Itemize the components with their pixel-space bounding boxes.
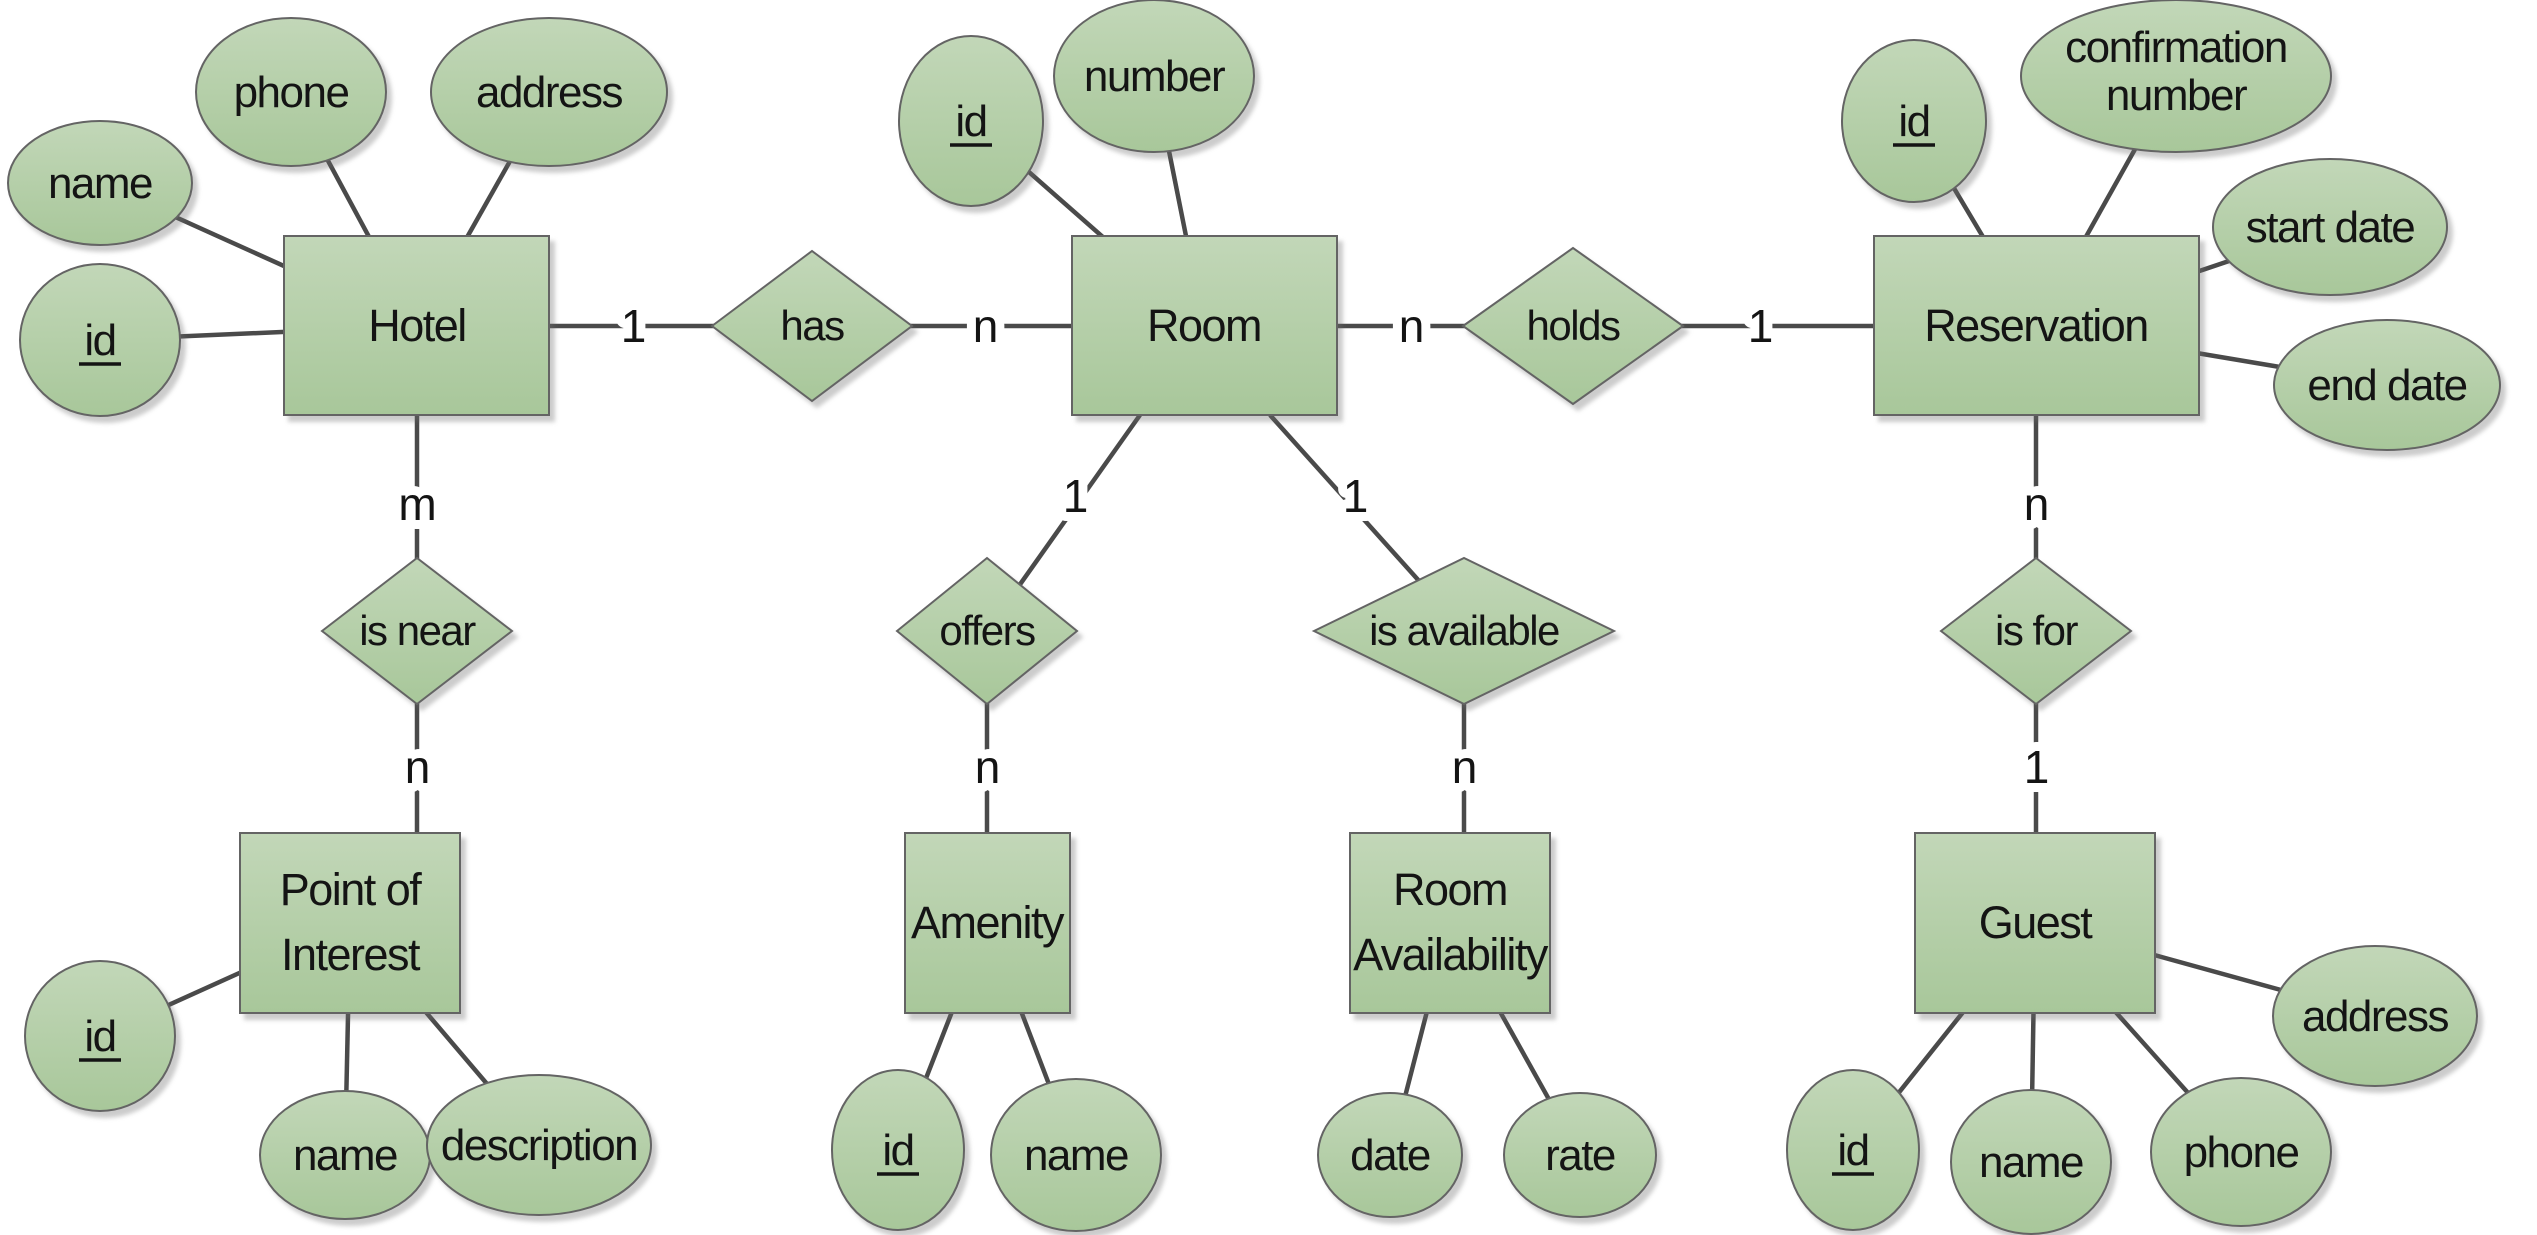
entity-room-availability-label-line1: Room bbox=[1393, 864, 1507, 915]
entity-point-of-interest bbox=[239, 832, 461, 1014]
attribute-amenity-name-label: name bbox=[1024, 1131, 1128, 1180]
cardinality-has-room: n bbox=[973, 300, 998, 352]
attribute-guest-id-label: id bbox=[1837, 1126, 1868, 1175]
cardinality-isfor-guest: 1 bbox=[2024, 741, 2049, 793]
shapes bbox=[7, 0, 2501, 1235]
entity-room-label: Room bbox=[1147, 300, 1261, 351]
entity-guest bbox=[1914, 832, 2156, 1014]
cardinality-isnear-poi: n bbox=[405, 741, 430, 793]
entity-room bbox=[1071, 235, 1338, 416]
relationship-offers bbox=[895, 556, 1079, 706]
attribute-poi-name-label: name bbox=[293, 1131, 397, 1180]
relationship-is-near bbox=[320, 556, 514, 706]
entity-room-availability bbox=[1349, 832, 1551, 1014]
attribute-poi-description-label: description bbox=[441, 1121, 637, 1170]
attribute-hotel-name bbox=[7, 120, 193, 246]
attribute-reservation-id-label: id bbox=[1898, 97, 1929, 146]
attribute-poi-id bbox=[24, 960, 176, 1112]
attribute-roomavailability-rate-label: rate bbox=[1545, 1131, 1615, 1180]
relationship-is-for-label: is for bbox=[1995, 607, 2079, 654]
entity-hotel bbox=[283, 235, 550, 416]
attribute-guest-address bbox=[2272, 945, 2478, 1087]
cardinality-hotel-isnear: m bbox=[398, 478, 435, 530]
attribute-reservation-end-date-label: end date bbox=[2307, 361, 2466, 410]
attribute-hotel-id-label: id bbox=[84, 316, 115, 365]
entity-poi-label-line1: Point of bbox=[280, 864, 423, 915]
attribute-reservation-id bbox=[1841, 39, 1987, 203]
attribute-hotel-phone bbox=[195, 17, 387, 167]
attribute-guest-phone bbox=[2150, 1077, 2332, 1227]
attribute-poi-description bbox=[426, 1074, 652, 1216]
cardinality-reservation-isfor: n bbox=[2024, 478, 2049, 530]
entity-reservation-label: Reservation bbox=[1924, 300, 2148, 351]
attribute-hotel-address-label: address bbox=[476, 68, 623, 117]
relationship-has-label: has bbox=[780, 302, 844, 349]
attribute-guest-phone-label: phone bbox=[2184, 1128, 2299, 1177]
entity-room-availability-label-line2: Availability bbox=[1353, 929, 1549, 980]
attribute-amenity-id-label: id bbox=[882, 1126, 913, 1175]
cardinality-room-offers: 1 bbox=[1063, 470, 1088, 522]
entity-amenity-label: Amenity bbox=[911, 897, 1065, 948]
attribute-roomavailability-date bbox=[1317, 1092, 1463, 1218]
relationship-holds bbox=[1461, 246, 1685, 406]
relationship-is-available bbox=[1311, 556, 1617, 706]
relationship-is-for bbox=[1939, 556, 2133, 706]
attribute-room-id bbox=[898, 35, 1044, 207]
entity-amenity bbox=[904, 832, 1071, 1014]
attribute-amenity-name bbox=[990, 1078, 1162, 1232]
attribute-reservation-confirmation-line2: number bbox=[2106, 71, 2247, 120]
attribute-amenity-id bbox=[831, 1069, 965, 1231]
attribute-hotel-address bbox=[430, 17, 668, 167]
cardinality-holds-reservation: 1 bbox=[1748, 300, 1773, 352]
attribute-poi-id-label: id bbox=[84, 1012, 115, 1061]
attribute-reservation-confirmation-line1: confirmation bbox=[2065, 23, 2287, 72]
cardinality-isavailable-roomavailability: n bbox=[1452, 741, 1477, 793]
attribute-reservation-start-date bbox=[2212, 158, 2448, 296]
entity-poi-label-line2: Interest bbox=[281, 929, 421, 980]
cardinality-room-holds: n bbox=[1399, 300, 1424, 352]
entity-reservation bbox=[1873, 235, 2200, 416]
attribute-guest-name-label: name bbox=[1979, 1138, 2083, 1187]
attribute-reservation-end-date bbox=[2273, 319, 2501, 451]
attribute-room-id-label: id bbox=[955, 97, 986, 146]
attribute-guest-name bbox=[1950, 1089, 2112, 1235]
entity-guest-label: Guest bbox=[1979, 897, 2094, 948]
attribute-hotel-name-label: name bbox=[48, 159, 152, 208]
relationship-holds-label: holds bbox=[1527, 302, 1620, 349]
attribute-hotel-id bbox=[19, 263, 181, 417]
labels: Hotel Room Reservation Point of Interest… bbox=[48, 23, 2468, 1187]
cardinality-room-isavailable: 1 bbox=[1343, 470, 1368, 522]
attribute-reservation-confirmation-number bbox=[2020, 0, 2332, 153]
attribute-roomavailability-rate bbox=[1503, 1092, 1657, 1218]
relationship-offers-label: offers bbox=[939, 607, 1035, 654]
cardinality-offers-amenity: n bbox=[975, 741, 1000, 793]
cardinality-hotel-has: 1 bbox=[621, 300, 646, 352]
attribute-reservation-start-date-label: start date bbox=[2246, 203, 2414, 252]
relationship-is-near-label: is near bbox=[359, 607, 476, 654]
attribute-roomavailability-date-label: date bbox=[1350, 1131, 1430, 1180]
entity-hotel-label: Hotel bbox=[368, 300, 466, 351]
attribute-guest-address-label: address bbox=[2302, 992, 2449, 1041]
attribute-room-number-label: number bbox=[1084, 52, 1225, 101]
attribute-hotel-phone-label: phone bbox=[234, 68, 349, 117]
relationship-is-available-label: is available bbox=[1369, 607, 1559, 654]
attribute-guest-id bbox=[1786, 1069, 1920, 1231]
relationship-has bbox=[710, 249, 914, 403]
attribute-room-number bbox=[1053, 0, 1255, 153]
